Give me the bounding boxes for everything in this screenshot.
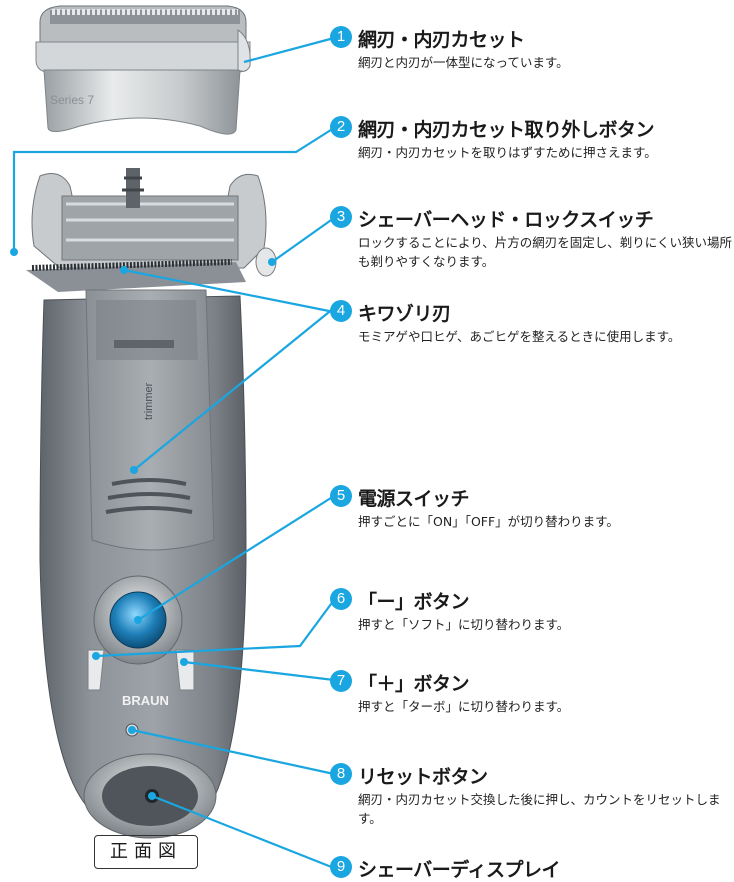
callout-title: 網刃・内刃カセット取り外しボタン [358, 119, 655, 141]
leader-4b [133, 307, 335, 471]
leader-9 [151, 794, 335, 870]
trimmer-label: trimmer [143, 382, 155, 420]
leader-3-dot [268, 258, 276, 266]
callout-desc: 押すと「ターボ」に切り替わります。 [358, 699, 570, 714]
leader-7-dot [180, 658, 188, 666]
callout-number: 6 [330, 588, 352, 610]
leader-4-dot [120, 266, 128, 274]
leader-1 [243, 36, 335, 64]
leader-lines [10, 36, 335, 870]
callout-number: 5 [330, 485, 352, 507]
callout-title: 電源スイッチ [358, 488, 470, 510]
callout-number: 8 [330, 763, 352, 785]
view-label: 正面図 [94, 835, 198, 869]
callout-desc: 網刃・内刃カセット交換した後に押し、カウントをリセットします。 [358, 792, 721, 826]
callout-desc: 押すと「ソフト」に切り替わります。 [358, 617, 570, 632]
callout-desc: 押すごとに「ON」「OFF」が切り替わります。 [358, 514, 619, 529]
cassette: Series 7 [35, 5, 251, 135]
callout-title: 「＋」ボタン [358, 673, 470, 695]
callout-title: シェーバーディスプレイ [358, 859, 560, 881]
leader-8-dot [128, 726, 136, 734]
callout-desc: モミアゲや口ヒゲ、あごヒゲを整えるときに使用します。 [358, 329, 681, 344]
callout-title: キワゾリ刃 [358, 303, 451, 325]
leader-6 [95, 599, 335, 658]
shaver-head [26, 168, 277, 292]
leader-2-dot [10, 248, 18, 256]
callout-number: 4 [330, 300, 352, 322]
leader-3 [271, 217, 335, 263]
callout-number: 7 [330, 670, 352, 692]
callout-desc: ロックすることにより、片方の網刃を固定し、剃りにくい狭い場所も剃りやすくなります… [358, 235, 733, 269]
callout-number: 1 [330, 26, 352, 48]
callout-title: 網刃・内刃カセット [358, 29, 525, 51]
leader-6-dot [92, 652, 100, 660]
series-label: Series 7 [50, 93, 94, 107]
brand-logo: BRAUN [122, 693, 169, 708]
callout-number: 3 [330, 206, 352, 228]
shaver-body: trimmer BRAUN [39, 289, 247, 839]
callout-number: 2 [330, 116, 352, 138]
leader-7 [183, 660, 335, 682]
leader-5 [137, 495, 335, 621]
callout-title: シェーバーヘッド・ロックスイッチ [358, 209, 654, 231]
leader-5-dot [134, 616, 142, 624]
leader-4b-dot [130, 466, 138, 474]
callout-desc: 網刃・内刃カセットを取りはずすために押さえます。 [358, 145, 657, 160]
callout-title: 「ー」ボタン [358, 591, 470, 613]
leader-8 [131, 728, 335, 776]
callout-desc: 網刃と内刃が一体型になっています。 [358, 55, 569, 70]
leader-4 [123, 268, 335, 314]
leader-9-dot [148, 792, 156, 800]
callout-title: リセットボタン [358, 766, 488, 788]
callout-number: 9 [330, 856, 352, 878]
leader-2 [12, 127, 335, 252]
